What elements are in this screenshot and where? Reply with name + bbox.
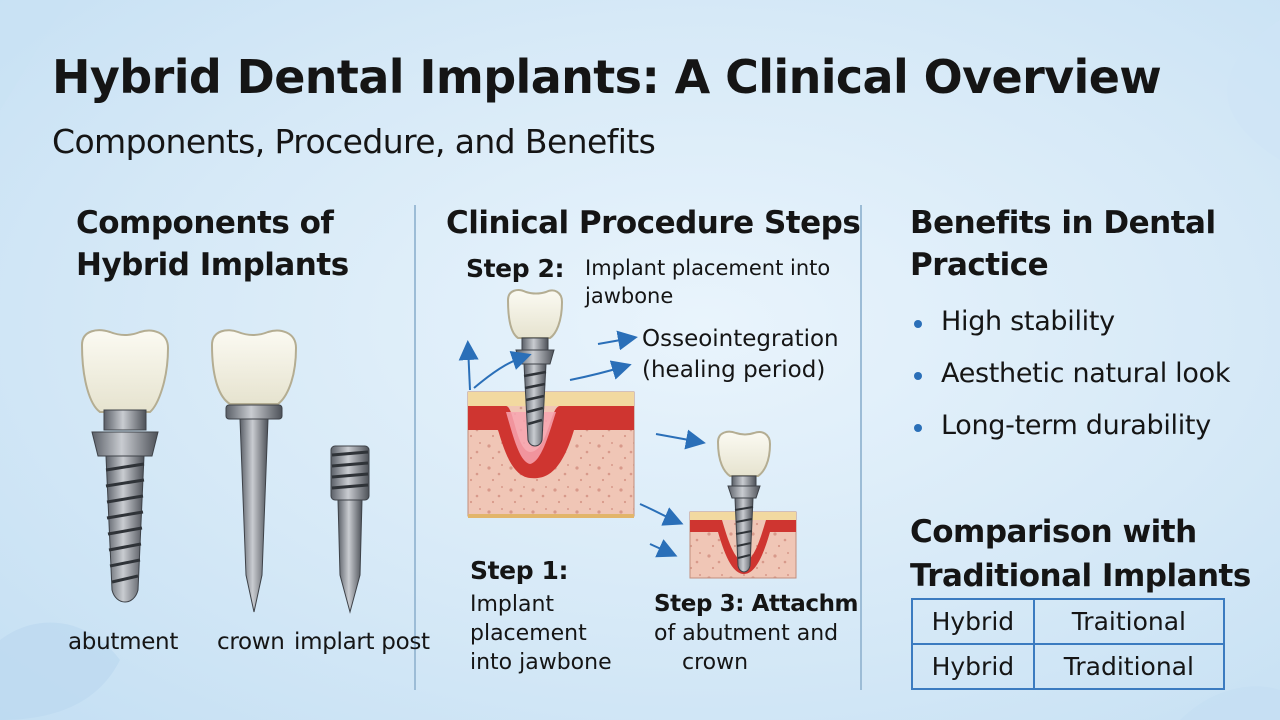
step1-label: Step 1: [470, 556, 569, 585]
table-cell: Hybrid [911, 643, 1035, 690]
implant-post-icon [330, 445, 370, 614]
arrow-icon [597, 330, 638, 351]
step1-text-line3: into jawbone [470, 650, 612, 675]
step3-text-line3: crown [682, 650, 749, 675]
column-divider-right [860, 205, 862, 690]
arrow-icon [458, 340, 479, 391]
abutment-implant-icon [80, 329, 170, 603]
arrow-icon [655, 429, 706, 450]
osseointegration-line1: Osseointegration [642, 326, 839, 352]
comparison-table: Hybrid Traitional Hybrid Traditional [911, 598, 1226, 690]
components-heading-line2: Hybrid Implants [76, 247, 349, 283]
step1-text-line2: placement [470, 621, 587, 646]
step3-text-line2: of abutment and [654, 621, 839, 646]
benefits-heading-line1: Benefits in Dental [910, 205, 1216, 241]
osseointegration-text: Osseointegration (healing period) [642, 324, 839, 386]
components-heading: Components of Hybrid Implants [76, 202, 349, 286]
comparison-heading-line1: Comparison with [910, 514, 1197, 550]
step2-text: Implant placement into jawbone [585, 254, 830, 310]
benefits-heading-line2: Practice [910, 247, 1049, 283]
components-heading-line1: Components of [76, 205, 334, 241]
abutment-label: abutment [68, 629, 179, 655]
implant-post-label: implart post [294, 629, 430, 655]
osseointegration-line2: (healing period) [642, 357, 826, 383]
column-divider-left [414, 205, 416, 690]
step2-text-line1: Implant placement into [585, 256, 831, 280]
step3-text: Step 3: Attachm of abutment and crown [654, 590, 859, 677]
table-cell: Traitional [1032, 598, 1226, 645]
step2-label: Step 2: [466, 254, 565, 283]
table-cell: Traditional [1032, 643, 1226, 690]
procedure-arrows [458, 330, 706, 558]
table-row: Hybrid Traditional [911, 643, 1226, 690]
arrow-icon [649, 539, 678, 558]
benefit-item: High stability [912, 306, 1230, 358]
benefits-list: High stability Aesthetic natural look Lo… [912, 306, 1230, 462]
jawbone-cross-section-large [467, 391, 635, 518]
benefit-item: Aesthetic natural look [912, 358, 1230, 410]
table-row: Hybrid Traitional [911, 598, 1226, 645]
comparison-heading: Comparison with Traditional Implants [910, 510, 1251, 598]
arrow-icon [473, 350, 532, 389]
crown-implant-icon [210, 329, 298, 613]
step3-implant-icon [716, 430, 772, 573]
benefit-item: Long-term durability [912, 410, 1230, 462]
step2-implant-icon [506, 289, 564, 447]
step1-text: Implant placement into jawbone [470, 590, 612, 677]
table-cell: Hybrid [911, 598, 1035, 645]
comparison-heading-line2: Traditional Implants [910, 558, 1251, 594]
crown-label: crown [217, 629, 285, 655]
step1-text-line1: Implant [470, 592, 555, 617]
procedure-heading: Clinical Procedure Steps [446, 205, 861, 241]
page-subtitle: Components, Procedure, and Benefits [52, 122, 656, 161]
page-title: Hybrid Dental Implants: A Clinical Overv… [52, 50, 1162, 104]
step2-text-line2: jawbone [585, 284, 674, 308]
benefits-heading: Benefits in Dental Practice [910, 202, 1216, 286]
arrow-icon [639, 503, 684, 526]
arrow-icon [569, 360, 632, 381]
step3-text-line1: Step 3: Attachm [654, 591, 859, 617]
